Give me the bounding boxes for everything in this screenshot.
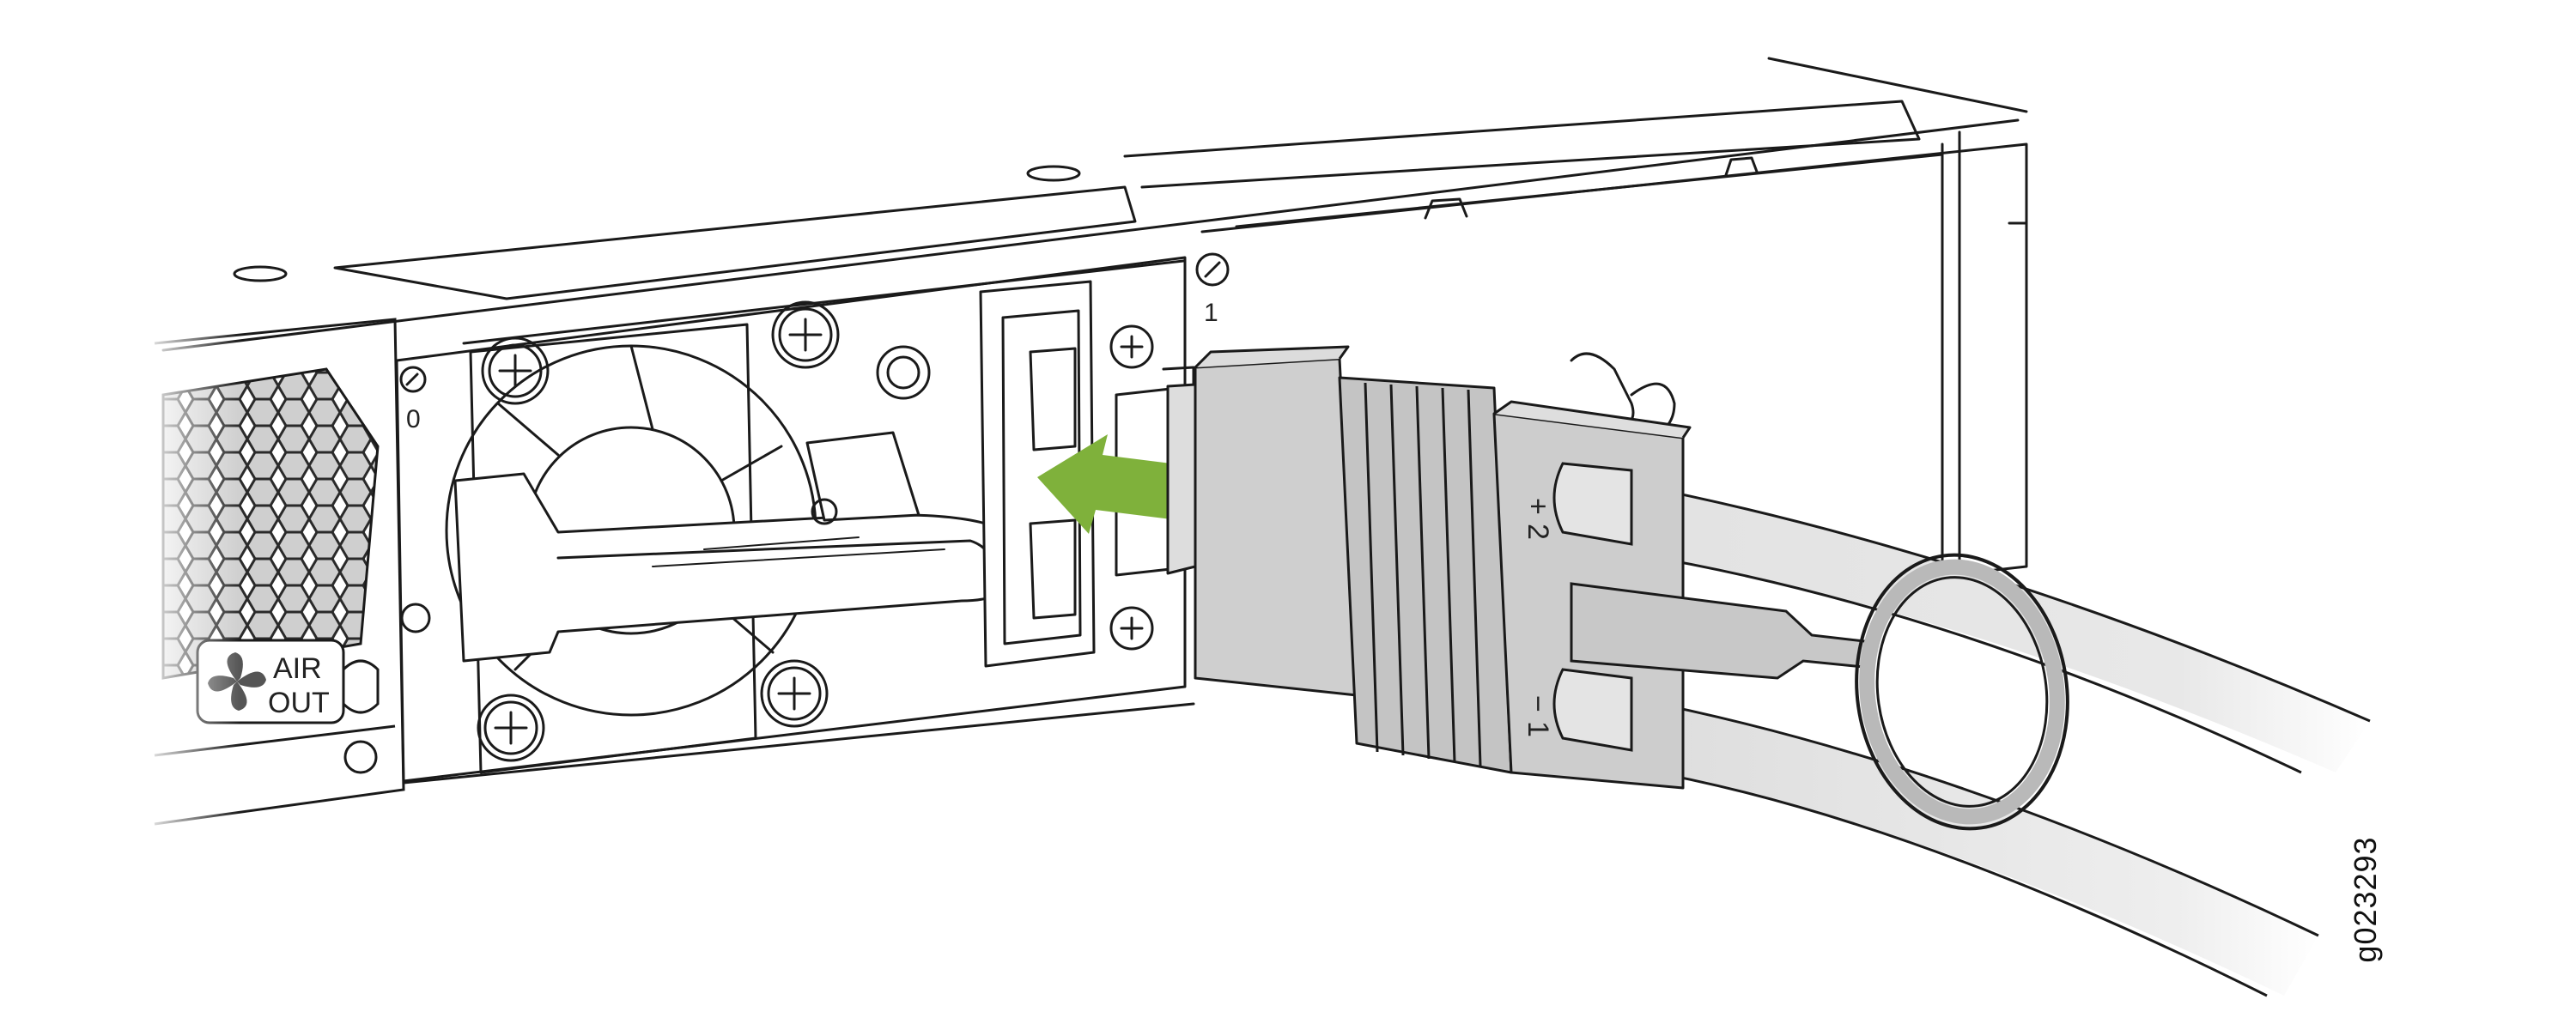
terminal-negative-label: − 1 <box>1522 695 1554 737</box>
air-out-label-line2: OUT <box>268 687 330 719</box>
figure-id: g023293 <box>2348 836 2383 963</box>
fan-blade <box>720 445 783 482</box>
power-icon-slot-1 <box>1195 252 1230 287</box>
svg-text:1: 1 <box>1522 721 1554 737</box>
chassis-top-back-edge <box>1767 57 2028 113</box>
insert-arrow <box>1037 434 1185 534</box>
bay-latch <box>1424 197 1468 220</box>
psu-0-socket-cavity <box>1029 518 1077 620</box>
pull-ring-inner <box>1875 576 2049 808</box>
psu-slot-0-label: 0 <box>406 405 421 433</box>
psu-standoff <box>876 345 931 400</box>
bay-tab <box>2008 221 2028 242</box>
phillips-screw-icon <box>1109 606 1154 651</box>
terminal-positive-label: + 2 <box>1522 498 1554 540</box>
connector-back-plate <box>1194 357 1358 697</box>
chassis-top-panel-front <box>333 185 1137 300</box>
connector-cable-entries <box>1552 462 1633 752</box>
pull-tab <box>1570 553 2069 831</box>
empty-bay-top <box>1235 153 1944 228</box>
bay-latch <box>1724 156 1759 177</box>
dc-power-connector <box>1166 345 1692 790</box>
handle-grip-slots <box>652 536 945 567</box>
psu-standoff <box>886 355 920 390</box>
power-icon-slot-0 <box>399 366 427 393</box>
connector-front-top <box>1493 400 1692 439</box>
pull-ring-band <box>1859 559 2065 825</box>
psu-handle-latch <box>805 431 920 522</box>
phillips-screw-icon <box>477 694 545 762</box>
psu-handle <box>453 472 1025 663</box>
air-out-label-line1: AIR <box>273 652 322 685</box>
connector-grip-fins <box>1338 376 1513 774</box>
power-cable-negative <box>1605 694 2319 997</box>
phillips-screw-icon <box>1109 324 1154 369</box>
psu-0-socket-inner <box>1001 309 1082 645</box>
psu-0-face <box>462 259 1185 345</box>
svg-text:2: 2 <box>1522 524 1554 540</box>
chassis-top-panel-right <box>1123 100 1921 189</box>
pull-ring-outer <box>1855 553 2069 831</box>
left-fade <box>137 309 240 841</box>
psu-0-socket-cavity <box>1029 347 1077 451</box>
svg-text:+: + <box>1522 498 1554 515</box>
phillips-screw-icon <box>481 336 550 405</box>
phillips-screw-icon <box>760 659 829 728</box>
fan-blade <box>496 402 560 457</box>
fan-blade <box>629 344 654 431</box>
psu-slot-1-label: 1 <box>1204 299 1218 327</box>
chassis-rivet <box>1026 165 1081 182</box>
psu-0-socket <box>979 280 1096 668</box>
connector-latch <box>1166 383 1197 575</box>
latch-screw <box>811 498 838 525</box>
svg-text:−: − <box>1522 695 1554 712</box>
phillips-screw-icon <box>771 300 840 369</box>
connector-back-top <box>1194 345 1350 369</box>
chassis-rivet <box>233 265 288 282</box>
chassis-top-edge <box>161 118 2020 352</box>
psu-0-lower-edge <box>402 702 1195 785</box>
